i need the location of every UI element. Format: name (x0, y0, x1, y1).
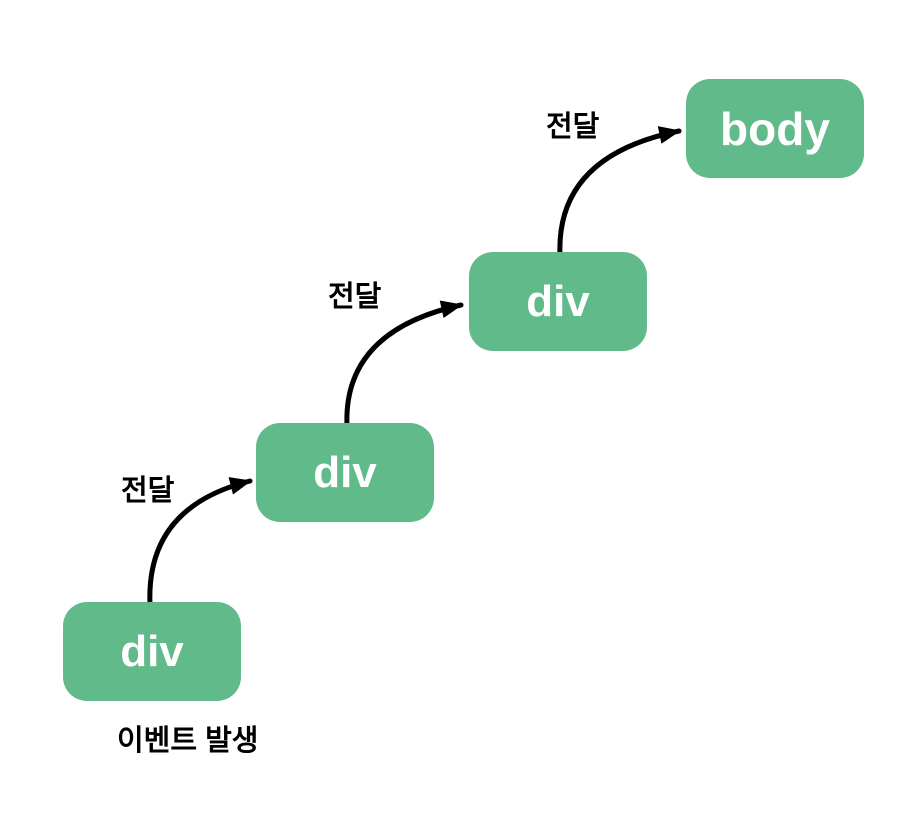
node-body-label: body (720, 102, 830, 155)
arrow-label-1: 전달 (121, 475, 175, 507)
node-div-2: div (256, 423, 434, 522)
propagation-arrow-3 (557, 126, 682, 258)
node-div-2-label: div (313, 447, 377, 497)
node-div-3-label: div (526, 276, 590, 326)
propagation-arrow-2 (344, 300, 464, 429)
node-body: body (686, 79, 864, 178)
node-div-3: div (469, 252, 647, 351)
arrow-label-3: 전달 (546, 111, 600, 143)
event-origin-caption: 이벤트 발생 (117, 725, 259, 757)
node-div-1-label: div (120, 626, 184, 676)
node-div-1: div (63, 602, 241, 701)
arrow-label-2: 전달 (328, 281, 382, 313)
propagation-arrow-1 (147, 477, 253, 607)
